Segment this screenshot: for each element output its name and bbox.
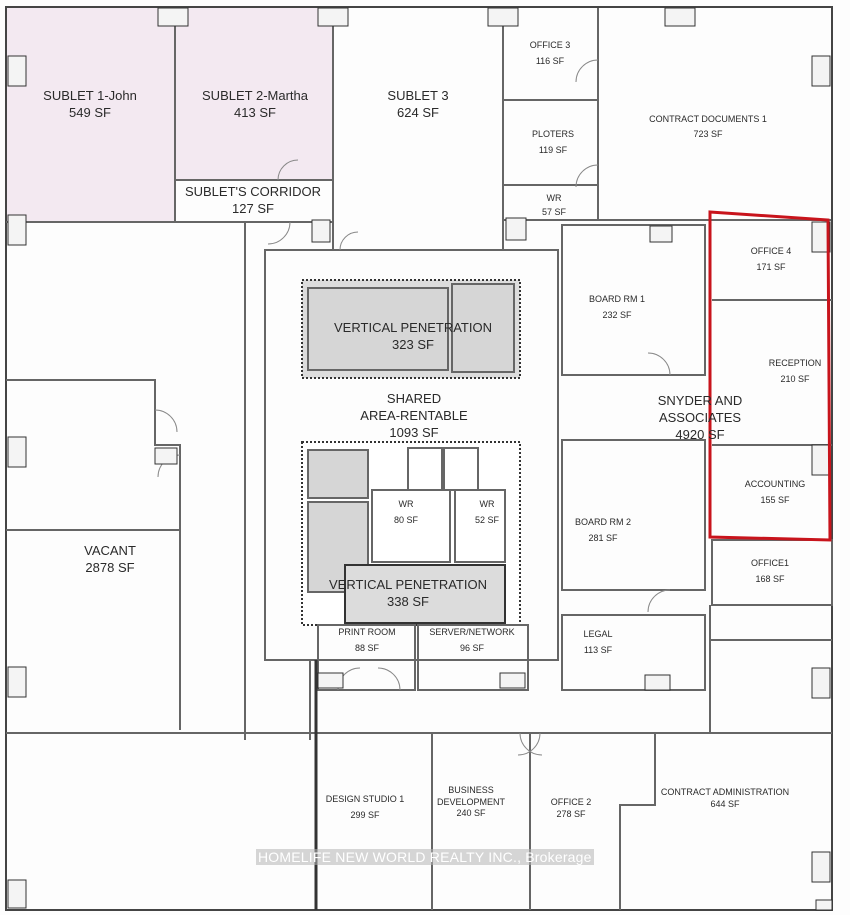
- shared-area: [264, 249, 559, 661]
- sublet2-area: [174, 6, 334, 181]
- watermark: HOMELIFE NEW WORLD REALTY INC., Brokerag…: [256, 849, 594, 865]
- highlight-outline: [708, 210, 832, 542]
- sublet1-area: [5, 6, 176, 223]
- sublet3-area: [332, 6, 504, 251]
- legal-area: [561, 614, 706, 691]
- vertical-penetration-2: [344, 564, 506, 624]
- board-rm2-area: [561, 439, 706, 591]
- server-area: [417, 624, 529, 691]
- board-rm1-area: [561, 224, 706, 376]
- print-room-area: [317, 624, 416, 691]
